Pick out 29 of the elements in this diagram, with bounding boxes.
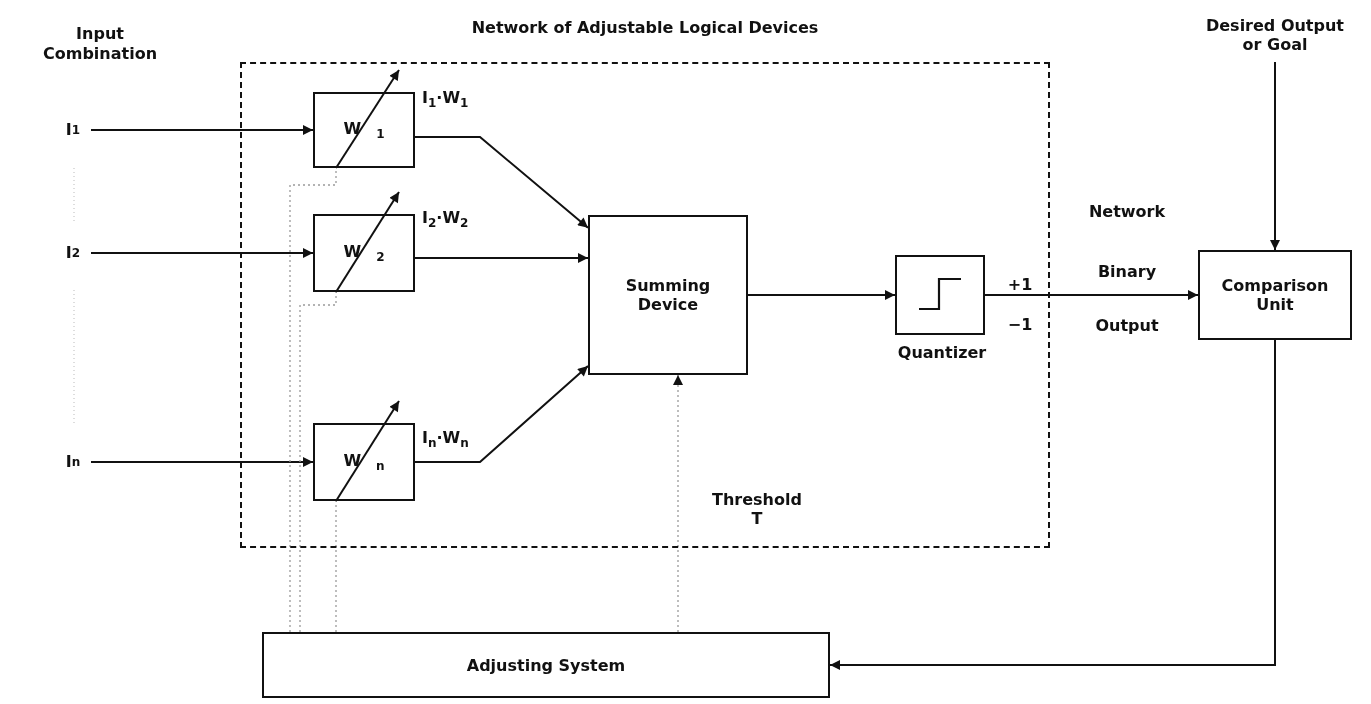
arrow [747, 290, 896, 300]
annotation-label: Input Combination [41, 24, 158, 64]
arrow [414, 136, 589, 229]
annotation-label: Network [1087, 202, 1167, 222]
annotation-label: Binary [1096, 262, 1158, 282]
goal-label: Desired Output or Goal [1200, 8, 1350, 62]
node-label: W$_{n}$ [343, 450, 385, 474]
arrow [90, 125, 314, 135]
group-title: Network of Adjustable Logical Devices [470, 18, 820, 37]
arrow [90, 248, 314, 258]
annotation-label: Output [1094, 316, 1160, 336]
node-label: Comparison Unit [1220, 276, 1330, 314]
node-label: W$_{2}$ [343, 241, 385, 265]
arrow [90, 457, 314, 467]
arrow [414, 253, 589, 263]
node-label: W$_{1}$ [343, 118, 385, 142]
process-box [588, 215, 748, 375]
output-level-label: −1 [1006, 315, 1034, 335]
arrow [673, 374, 683, 633]
process-box [1198, 250, 1352, 340]
arrow [1270, 61, 1280, 251]
arrow [984, 290, 1199, 300]
output-level-label: +1 [1006, 275, 1034, 295]
node-label: Adjusting System [466, 655, 626, 675]
process-box [262, 632, 830, 698]
node-label: Summing Device [624, 276, 712, 314]
arrow [414, 365, 589, 463]
arrow [829, 339, 1276, 670]
node-label: Quantizer [896, 343, 988, 362]
